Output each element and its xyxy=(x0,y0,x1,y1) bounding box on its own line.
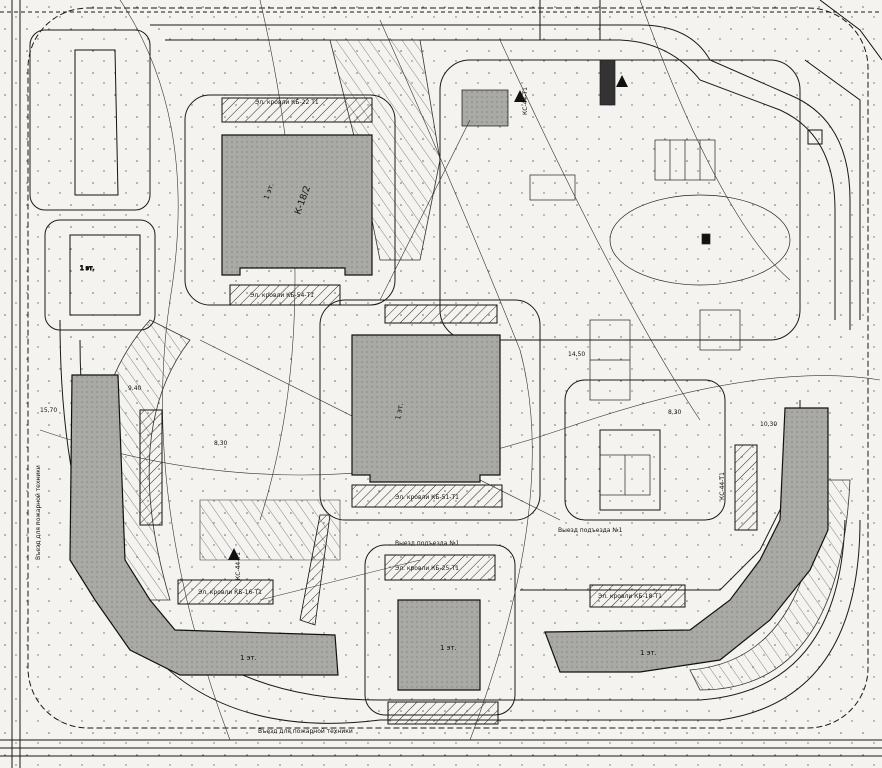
note-ks-1: КС-44-Т1 xyxy=(522,87,529,115)
building-1: К-18/2 1 эт. xyxy=(221,97,373,306)
note-ks-2: КС-44-Т1 xyxy=(719,472,726,500)
dim-6: 15,70 xyxy=(40,407,57,414)
note-roof-5: Эл. кровли КБ-16-Т1 xyxy=(198,589,262,596)
annotations: Въезд для пожарной техники Въезд для пож… xyxy=(35,87,777,735)
dim-2: 8,30 xyxy=(214,440,228,447)
dim-1: 9,40 xyxy=(128,385,142,392)
note-exit-2: Выезд подъезда №1 xyxy=(395,540,460,547)
note-roof-1: Эл. кровли КБ-22 Т1 xyxy=(255,99,319,106)
note-roof-6: Эл. кровли КБ-18-Т1 xyxy=(598,593,662,600)
note-roof-3: Эл. кровли КБ-51-Т1 xyxy=(395,494,459,501)
note-ks-3: КС-44-Т1 xyxy=(235,552,242,580)
building-6: 1 эт. xyxy=(69,49,141,316)
building-5-label: 1 эт. xyxy=(640,649,657,657)
building-2-label: 1 эт. xyxy=(394,402,405,420)
dim-5: 14,50 xyxy=(568,351,585,358)
terrain-lines xyxy=(39,0,881,741)
outer-buildings xyxy=(804,0,882,320)
building-4-label: 1 эт. xyxy=(240,654,257,662)
note-roof-2: Эл. кровли КБ-54-Т1 xyxy=(250,292,314,299)
note-roof-4: Эл. кровли КБ-25-Т1 xyxy=(395,565,459,572)
note-exit-1: Выезд подъезда №1 xyxy=(558,527,623,534)
dim-3: 8,30 xyxy=(668,409,682,416)
building-4: 1 эт. xyxy=(69,374,339,676)
markers xyxy=(228,75,628,560)
building-6-label: 1 эт. xyxy=(80,265,95,272)
note-fire-access-left: Въезд для пожарной техники xyxy=(35,465,42,560)
ramp xyxy=(299,514,331,626)
building-5: 1 эт. xyxy=(544,407,829,673)
dim-4: 10,30 xyxy=(760,421,777,428)
building-2: 1 эт. xyxy=(351,304,503,508)
building-3: 1 эт. xyxy=(384,554,499,725)
building-3-label: 1 эт. xyxy=(440,644,457,652)
note-fire-access-bottom: Въезд для пожарной техники xyxy=(258,728,353,735)
